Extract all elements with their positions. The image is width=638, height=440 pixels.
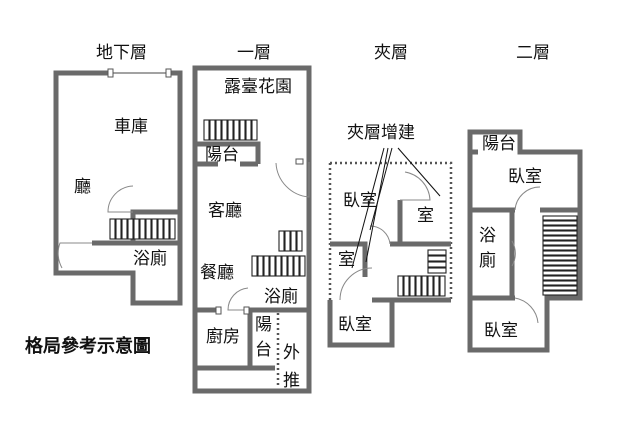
basement-hall-label: 廳	[74, 177, 91, 197]
mezzanine-inner-wall-right	[390, 200, 451, 247]
mezzanine-annotation-pointers	[351, 147, 441, 269]
first-right-door-swing	[275, 162, 310, 198]
layout-caption: 格局參考示意圖	[25, 335, 151, 357]
first-back-balcony-label-2: 台	[255, 340, 272, 360]
mezzanine-room-b-label: 室	[417, 206, 434, 226]
mezzanine-stairs-horizontal	[397, 275, 446, 297]
basement-bath-label: 浴廁	[133, 248, 167, 269]
first-bath-door-swing	[227, 287, 249, 311]
second-stairs	[542, 215, 578, 296]
basement-door-swing	[107, 185, 134, 213]
second-bath-label-2: 廁	[479, 250, 496, 271]
second-bath-wall	[470, 210, 515, 301]
mezzanine-door-swing-1	[400, 171, 431, 201]
second-door-swing-1	[514, 186, 541, 211]
mezzanine-bedroom-wall	[327, 297, 451, 348]
second-outer-wall	[467, 129, 583, 353]
first-dining-label: 餐廳	[200, 263, 234, 283]
first-living-label: 客廳	[208, 201, 242, 221]
mezzanine-door-swing-2	[339, 267, 373, 301]
mezzanine-floor-title: 夾層	[374, 43, 408, 63]
first-terrace-garden-label: 露臺花園	[224, 77, 292, 97]
second-top-bedroom-label: 臥室	[508, 167, 542, 187]
basement-plan: 車庫 廳 浴廁	[53, 68, 183, 306]
mezzanine-inner-wall-left	[330, 241, 368, 277]
mezzanine-bedroom-a-label: 臥室	[343, 191, 377, 211]
basement-floor-title: 地下層	[96, 43, 147, 63]
mezzanine-addition-note: 夾層增建	[347, 123, 415, 143]
first-living-stairs	[278, 230, 303, 252]
first-floor-plan: 露臺花園 陽台 客廳 餐廳 浴廁 廚房 陽 台 外 推	[192, 65, 312, 394]
first-floor-outer-wall	[192, 65, 312, 394]
mezzanine-door-swing-3	[369, 225, 391, 245]
mezzanine-stairs-vertical	[427, 249, 447, 274]
mezzanine-room-c-label: 室	[338, 250, 355, 270]
first-terrace-stairs	[203, 119, 258, 141]
second-floor-title: 二層	[516, 43, 550, 63]
first-kitchen-label: 廚房	[206, 326, 240, 347]
second-door-swing-3	[514, 297, 539, 324]
second-floor-plan: 陽台 臥室 浴 廁 臥室	[467, 129, 583, 353]
mezzanine-plan: 夾層增建 臥室 室 室 臥室	[327, 123, 453, 348]
first-bath-label: 浴廁	[264, 286, 298, 307]
second-bottom-bedroom-label: 臥室	[484, 321, 518, 341]
first-push-label: 推	[283, 371, 300, 391]
mezzanine-dashed-outline	[328, 161, 453, 300]
first-back-balcony-label-1: 陽	[255, 315, 272, 335]
first-dining-stairs	[251, 255, 306, 277]
first-balcony-wall	[195, 141, 261, 167]
basement-bath-door-swing	[57, 242, 92, 269]
second-door-swing-2	[511, 240, 516, 267]
basement-outer-wall	[53, 70, 183, 306]
second-balcony-label: 陽台	[482, 134, 516, 154]
first-outer-label: 外	[283, 343, 300, 363]
mezzanine-bedroom-d-label: 臥室	[338, 315, 372, 335]
second-bath-label-1: 浴	[479, 226, 496, 246]
basement-garage-label: 車庫	[114, 117, 148, 137]
first-floor-title: 一層	[237, 43, 271, 63]
first-balcony-label: 陽台	[205, 145, 239, 165]
basement-stairs	[109, 218, 176, 240]
